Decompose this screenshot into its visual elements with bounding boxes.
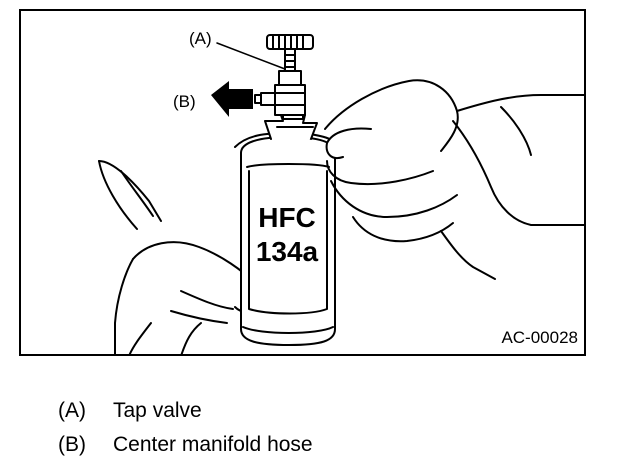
callout-a-leader (216, 42, 286, 70)
figure-frame: HFC 134a (A) (B) AC-00028 (19, 9, 586, 356)
legend-item: (A) Tap valve (58, 394, 313, 428)
legend-key: (B) (58, 433, 86, 456)
left-hand (98, 160, 256, 354)
figure-code: AC-00028 (501, 328, 578, 347)
legend-text: Tap valve (113, 399, 202, 422)
right-hand (324, 79, 584, 280)
refrigerant-can-illustration: HFC 134a (98, 34, 584, 354)
flow-arrow-icon (211, 81, 253, 117)
legend-text: Center manifold hose (113, 433, 313, 456)
callout-a: (A) (189, 29, 212, 48)
legend-key: (A) (58, 399, 86, 422)
can-label-line1: HFC (258, 202, 316, 233)
callout-b: (B) (173, 92, 196, 111)
legend: (A) Tap valve (B) Center manifold hose (58, 394, 313, 462)
legend-item: (B) Center manifold hose (58, 428, 313, 462)
tap-valve (254, 34, 314, 116)
can-label-line2: 134a (256, 236, 319, 267)
